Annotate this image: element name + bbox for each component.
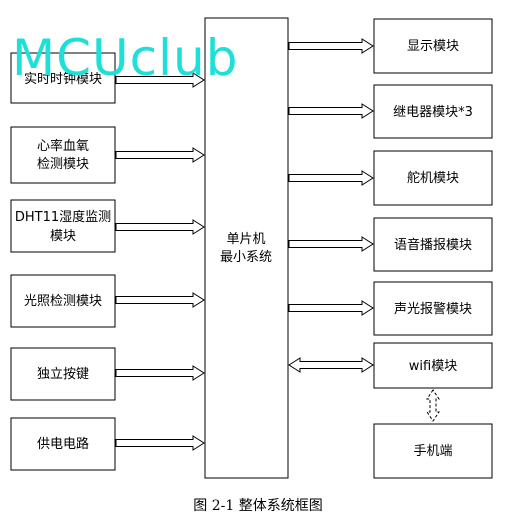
- power-supply-label: 供电电路: [37, 436, 89, 452]
- mcu-wifi-bidirectional-arrow: [288, 357, 374, 373]
- relay-module-block: [373, 84, 493, 139]
- display-module-label: 显示模块: [407, 39, 459, 54]
- display-module-block: [373, 18, 493, 74]
- mcu-label-line2: 最小系统: [220, 250, 272, 265]
- sound-light-alarm-label: 声光报警模块: [394, 301, 472, 317]
- mcu-block: [204, 17, 289, 479]
- mcu-to-voice-arrow: [288, 236, 374, 252]
- power-to-mcu-arrow: [115, 435, 205, 451]
- phone-client-block: [373, 423, 493, 479]
- rtc-module-block: [10, 52, 116, 104]
- heart-rate-to-mcu-arrow: [115, 147, 205, 163]
- voice-broadcast-label: 语音播报模块: [394, 237, 472, 253]
- key-to-mcu-arrow: [115, 365, 205, 381]
- light-sensor-block: [10, 274, 116, 328]
- relay-module-label: 继电器模块*3: [393, 105, 473, 120]
- sound-light-alarm-block: [373, 281, 493, 336]
- wireless-link-arrow: [426, 389, 440, 422]
- wifi-module-label: wifi模块: [409, 359, 457, 374]
- mcu-label-line1: 单片机: [226, 232, 265, 247]
- servo-module-label: 舵机模块: [407, 171, 459, 186]
- dht11-label-line2: 模块: [50, 229, 76, 244]
- dht11-humidity-block: [10, 199, 116, 253]
- voice-broadcast-block: [373, 217, 493, 272]
- mcu-to-servo-arrow: [288, 170, 374, 186]
- mcu-to-relay-arrow: [288, 103, 374, 119]
- mcuclub-watermark: MCUclub: [12, 29, 238, 87]
- mcu-to-display-arrow: [288, 38, 374, 54]
- rtc-to-mcu-arrow: [115, 72, 205, 88]
- dht11-label-line1: DHT11湿度监测: [15, 209, 111, 225]
- mcu-to-alarm-arrow: [288, 300, 374, 316]
- light-to-mcu-arrow: [115, 292, 205, 308]
- phone-client-label: 手机端: [413, 444, 452, 459]
- key-button-label: 独立按键: [37, 367, 89, 382]
- rtc-module-label: 实时时钟模块: [24, 71, 102, 87]
- light-sensor-label: 光照检测模块: [24, 294, 102, 309]
- servo-module-block: [373, 150, 493, 206]
- wifi-module-block: [373, 342, 493, 389]
- heart-rate-oxygen-block: [10, 126, 116, 184]
- figure-caption: 图 2-1 整体系统框图: [193, 498, 322, 514]
- dht11-to-mcu-arrow: [115, 219, 205, 235]
- heart-rate-label-line1: 心率血氧: [37, 138, 89, 154]
- power-supply-block: [10, 417, 116, 471]
- key-button-block: [10, 347, 116, 401]
- heart-rate-label-line2: 检测模块: [37, 157, 89, 172]
